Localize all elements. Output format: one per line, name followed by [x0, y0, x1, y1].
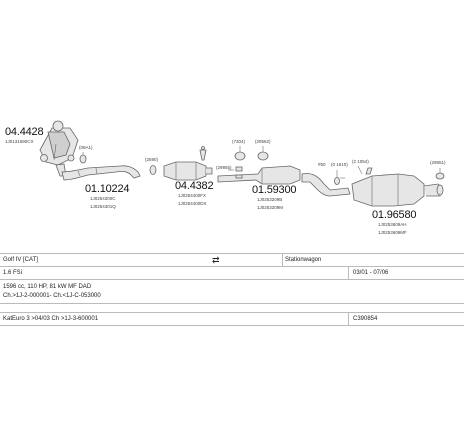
hanger-tag-2: (29562)	[255, 139, 271, 144]
center-silencer-oe-1: 1J0253209B	[257, 197, 283, 202]
hanger-tag-3: (29955)	[216, 165, 232, 170]
cat-part-number[interactable]: 04.4428	[5, 126, 44, 138]
table-divider	[0, 279, 464, 280]
cat-gasket[interactable]	[79, 154, 87, 164]
center-hangers[interactable]	[234, 151, 269, 179]
hanger-tag-1: (7304)	[232, 139, 246, 144]
engine-spec: 1596 cc, 110 HP, 81 kW MF DAD	[3, 284, 92, 290]
body-type: Stationwagon	[285, 257, 322, 263]
middle-converter-number[interactable]: 04.4382	[175, 180, 214, 192]
rear-tag-2: (0 1610)	[331, 162, 348, 167]
table-row-chassis: Ch.>1J-2-000001- Ch.<1J-C-053000	[0, 292, 464, 302]
rear-silencer[interactable]	[351, 173, 444, 207]
kit-code[interactable]: C390854	[353, 316, 378, 322]
rear-clamp[interactable]	[334, 177, 340, 185]
rear-silencer-number[interactable]: 01.96580	[372, 209, 417, 221]
column-divider	[348, 267, 349, 279]
front-clamp-tag: (2590)	[145, 157, 159, 162]
front-pipe-oe-2: 1J0254301Q	[90, 204, 116, 209]
middle-hanger[interactable]	[199, 146, 207, 161]
front-pipe-oe-1: 1J0254300C	[90, 196, 116, 201]
table-divider	[0, 253, 464, 254]
exhaust-diagram	[39, 120, 445, 207]
cat-oe-number: 1J0131690CX	[5, 139, 34, 144]
rear-pipe[interactable]	[301, 173, 351, 197]
catalytic-converter[interactable]	[39, 120, 79, 177]
center-silencer-number[interactable]: 01.59300	[252, 184, 297, 196]
table-divider	[0, 266, 464, 267]
table-divider	[0, 325, 464, 326]
table-divider	[0, 303, 464, 304]
front-pipe[interactable]	[61, 165, 141, 181]
middle-converter[interactable]	[163, 161, 213, 181]
middle-converter-oe-2: 1J0254400DX	[178, 201, 207, 206]
rear-tag-3: (2 1054)	[352, 159, 369, 164]
center-silencer-oe-2: 1J0253209M	[257, 205, 284, 210]
engine: 1.6 FSi	[3, 270, 23, 276]
model-name: Golf IV [CAT]	[3, 257, 38, 263]
table-divider	[0, 312, 464, 313]
car-icon: ⇄	[212, 255, 220, 265]
date-range: 03/01 - 07/06	[353, 270, 389, 276]
chassis-range: Ch.>1J-2-000001- Ch.<1J-C-053000	[3, 293, 101, 299]
table-row-spec: 1596 cc, 110 HP, 81 kW MF DAD	[0, 282, 464, 292]
rear-tag-1: #50	[318, 162, 326, 167]
column-divider	[282, 254, 283, 266]
front-clamp[interactable]	[149, 165, 157, 175]
middle-converter-oe-1: 1J0254400FX	[178, 193, 207, 198]
catalyst-info: KatEuro 3 >04/03 Ch >1J-3-600001	[3, 316, 99, 322]
cat-gasket-tag: (09A1)	[79, 145, 93, 150]
column-divider	[348, 313, 349, 325]
center-silencer[interactable]	[217, 165, 301, 185]
front-pipe-number[interactable]: 01.10224	[85, 183, 130, 195]
rear-silencer-oe-1: 1J0253609AH	[378, 222, 407, 227]
table-row-catalyst: KatEuro 3 >04/03 Ch >1J-3-600001 C390854	[0, 314, 464, 324]
rear-silencer-oe-2: 1J0253609MF	[378, 230, 407, 235]
rear-tag-4: (29951)	[430, 160, 446, 165]
table-row-model: Golf IV [CAT] ⇄ Stationwagon	[0, 255, 464, 266]
table-row-engine: 1.6 FSi 03/01 - 07/06	[0, 268, 464, 279]
